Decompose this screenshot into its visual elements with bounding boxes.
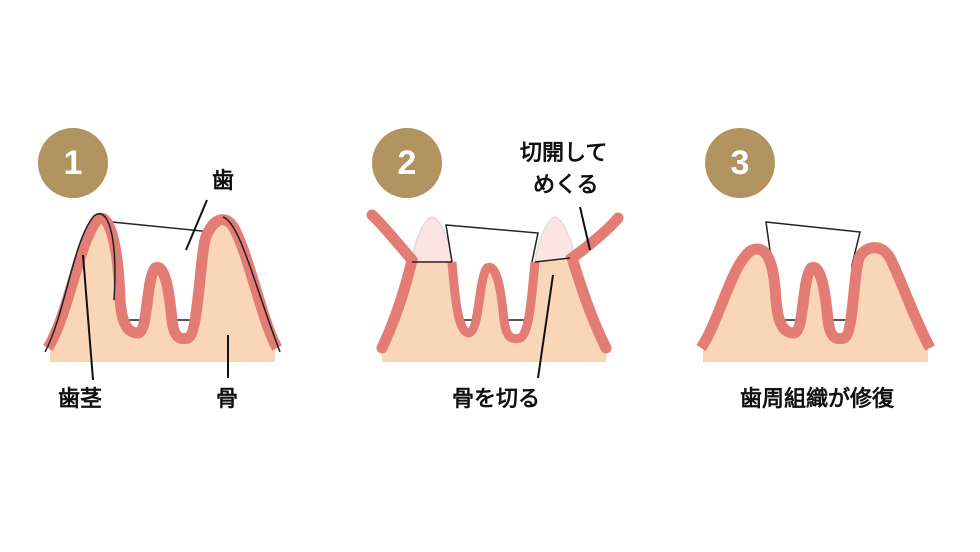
label-result: 歯周組織が修復 <box>740 387 895 412</box>
ghost-tissue-right <box>534 216 576 263</box>
ghost-tissue-left <box>411 216 453 263</box>
leader-gum <box>82 254 94 381</box>
panel-3-illustration <box>696 221 935 362</box>
leader-flap <box>579 206 591 251</box>
panel-2-illustration <box>366 206 624 379</box>
outline <box>44 213 116 353</box>
panel-1-illustration <box>43 199 282 381</box>
step-1-badge: 1 <box>38 128 108 198</box>
label-cut-bone: 骨を切る <box>452 387 541 412</box>
bone <box>382 258 606 362</box>
leader-tooth <box>185 199 208 251</box>
label-flap-line2: めくる <box>533 173 599 198</box>
label-tooth: 歯 <box>212 169 235 194</box>
leader-cut-bone <box>537 274 554 379</box>
flap-right <box>565 212 624 354</box>
flap-left <box>366 209 418 354</box>
label-bone: 骨 <box>216 387 239 412</box>
gum <box>43 212 282 351</box>
label-flap-line1: 切開して <box>520 141 608 166</box>
label-gum: 歯茎 <box>58 387 103 412</box>
gum <box>696 242 935 352</box>
gum-inner <box>447 261 540 344</box>
bone <box>703 247 928 362</box>
step-3-badge: 3 <box>705 128 775 198</box>
step-2-badge: 2 <box>372 128 442 198</box>
